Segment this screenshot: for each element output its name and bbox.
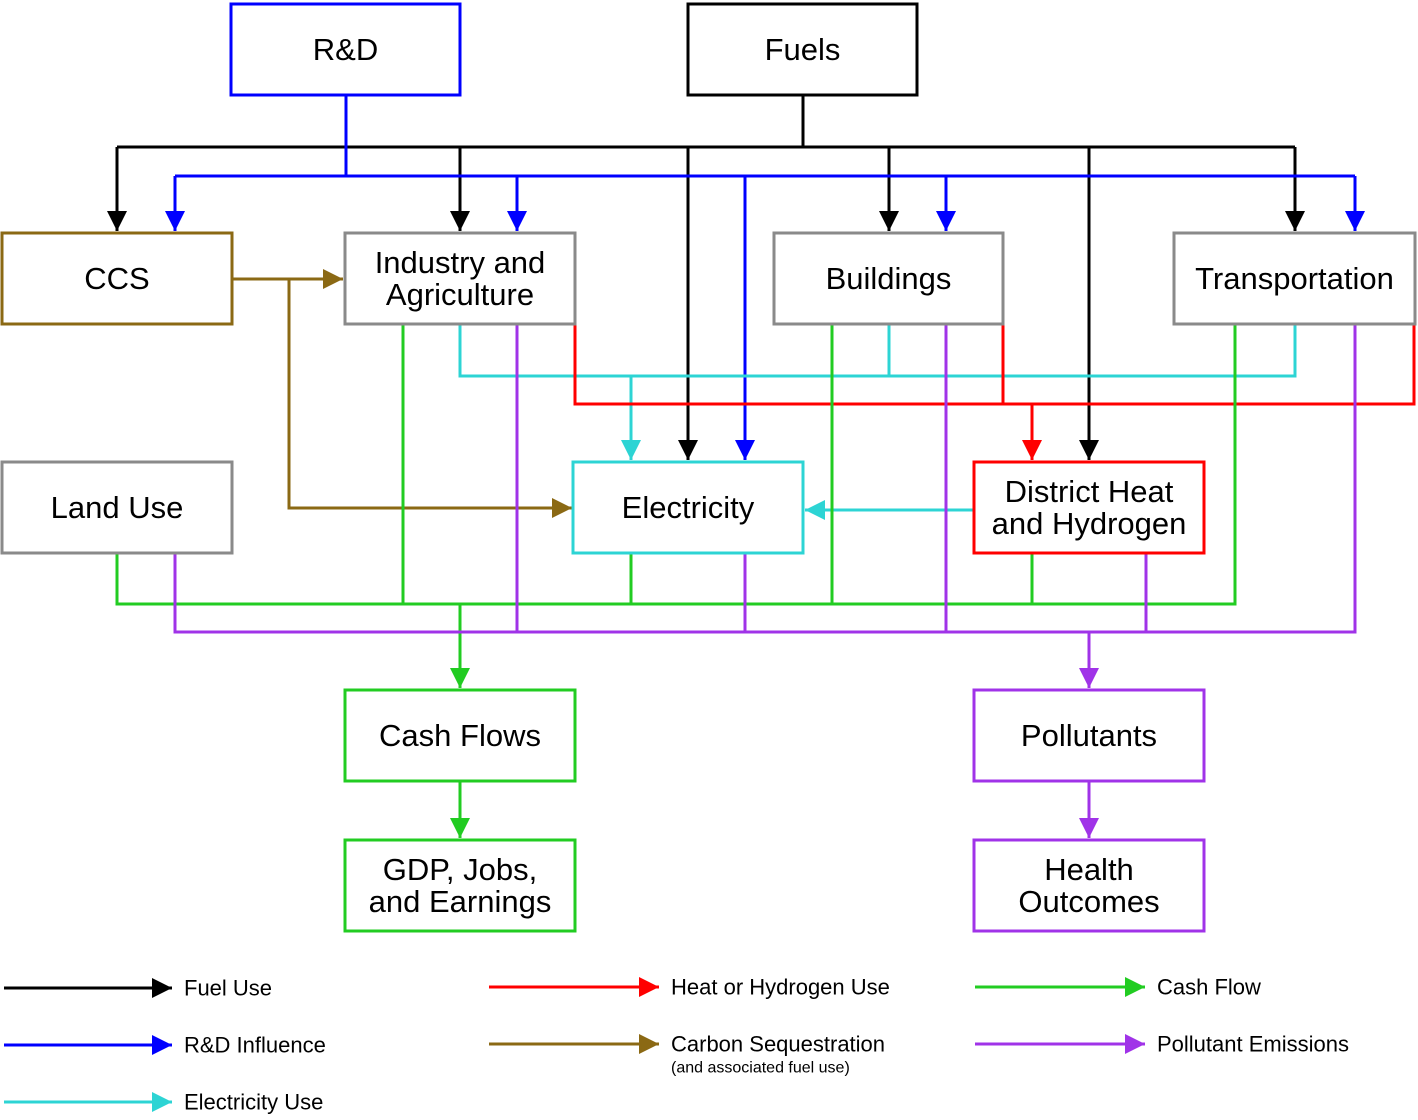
legend-heat-hydrogen-use: Heat or Hydrogen Use: [489, 975, 890, 1000]
buildings-box-label: Buildings: [826, 261, 952, 296]
rd-box-label: R&D: [313, 32, 378, 67]
legend-cash-flow-label: Cash Flow: [1157, 975, 1261, 1000]
rd-box-border: [229, 2, 462, 97]
land-use-box: Land Use: [0, 460, 234, 555]
carbon-sequestration-to-electricity: [287, 279, 572, 518]
cash-flows-box: Cash Flows: [343, 688, 577, 783]
electricity-box-border: [571, 460, 805, 555]
cash-flows-box-border: [343, 688, 577, 783]
connector-lines: [107, 95, 1416, 838]
legend-electricity-use-label: Electricity Use: [184, 1090, 323, 1115]
fuels-box: Fuels: [686, 2, 919, 97]
legend-carbon-sequestration-note: (and associated fuel use): [671, 1060, 850, 1077]
gdp-jobs-earnings-box-label: and Earnings: [369, 884, 552, 919]
heat-use-bus: [573, 325, 1416, 406]
rd-box: R&D: [229, 2, 462, 97]
buildings-box-border: [772, 231, 1005, 326]
transportation-box-border: [1172, 231, 1417, 326]
health-outcomes-box-label: Outcomes: [1018, 884, 1159, 919]
cash-flow-bus: [115, 325, 1237, 606]
district-heat-hydrogen-box-label: and Hydrogen: [992, 506, 1187, 541]
pollutant-bus: [173, 325, 1357, 634]
transportation-box: Transportation: [1172, 231, 1417, 326]
industry-agriculture-box-label: Industry and: [375, 245, 546, 280]
legend-fuel-use: Fuel Use: [4, 976, 272, 1001]
district-heat-hydrogen-box-border: [972, 460, 1206, 555]
gdp-jobs-earnings-box: GDP, Jobs,and Earnings: [343, 838, 577, 933]
district-heat-hydrogen-box-label: District Heat: [1005, 474, 1174, 509]
fuels-box-border: [686, 2, 919, 97]
legend-carbon-sequestration: Carbon Sequestration (and associated fuel…: [489, 1032, 885, 1077]
legend-fuel-use-label: Fuel Use: [184, 976, 272, 1001]
ccs-box-label: CCS: [84, 261, 149, 296]
land-use-box-label: Land Use: [51, 490, 184, 525]
legend-rd-influence: R&D Influence: [4, 1033, 326, 1058]
transportation-box-label: Transportation: [1195, 261, 1394, 296]
cash-flows-box-label: Cash Flows: [379, 718, 541, 753]
health-outcomes-box-label: Health: [1044, 852, 1134, 887]
legend-carbon-sequestration-label: Carbon Sequestration: [671, 1032, 885, 1057]
pollutants-box-border: [972, 688, 1206, 783]
legend-cash-flow: Cash Flow: [975, 975, 1261, 1000]
gdp-jobs-earnings-box-border: [343, 838, 577, 933]
ccs-box-border: [0, 231, 234, 326]
pollutants-box-label: Pollutants: [1021, 718, 1157, 753]
pollutants-box: Pollutants: [972, 688, 1206, 783]
industry-agriculture-box-label: Agriculture: [386, 277, 534, 312]
legend-pollutant-emissions: Pollutant Emissions: [975, 1032, 1349, 1057]
health-outcomes-box-border: [972, 838, 1206, 933]
buildings-box: Buildings: [772, 231, 1005, 326]
electricity-box-label: Electricity: [622, 490, 755, 525]
electricity-use-bus: [458, 325, 1297, 378]
gdp-jobs-earnings-box-label: GDP, Jobs,: [383, 852, 538, 887]
electricity-box: Electricity: [571, 460, 805, 555]
fuels-box-label: Fuels: [765, 32, 841, 67]
legend-heat-hydrogen-use-label: Heat or Hydrogen Use: [671, 975, 890, 1000]
legend-pollutant-emissions-label: Pollutant Emissions: [1157, 1032, 1349, 1057]
legend-rd-influence-label: R&D Influence: [184, 1033, 326, 1058]
land-use-box-border: [0, 460, 234, 555]
ccs-box: CCS: [0, 231, 234, 326]
legend-electricity-use: Electricity Use: [4, 1090, 323, 1115]
industry-agriculture-box-border: [343, 231, 577, 326]
